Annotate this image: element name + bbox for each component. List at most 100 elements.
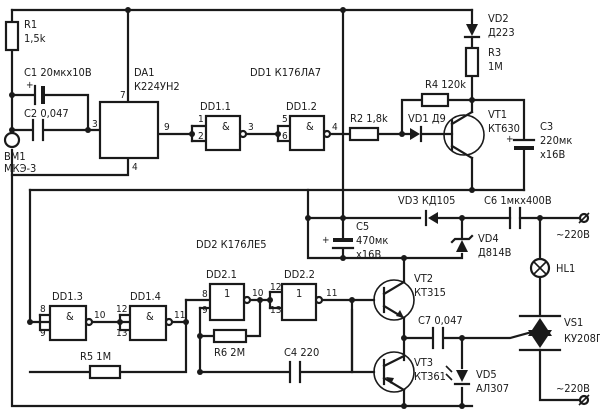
r2-label: R2 1,8k — [350, 112, 388, 125]
c3-name: C3 — [540, 120, 553, 133]
dd1-4-pin-a: 12 — [116, 304, 127, 315]
hl1-label: HL1 — [556, 262, 575, 275]
r5-resistor — [88, 364, 122, 380]
dd1-3-label: DD1.3 — [52, 290, 83, 303]
dd1-3-pin-b: 9 — [40, 328, 46, 339]
dd1-1-pin-y: 3 — [248, 122, 254, 133]
vs1-name: VS1 — [564, 316, 583, 329]
r4-resistor — [420, 92, 450, 108]
vd4-zener — [450, 234, 474, 252]
da1-pin-gnd: 4 — [132, 162, 138, 173]
vd4-type: Д814В — [478, 246, 512, 259]
bm1-microphone — [3, 131, 21, 149]
c1-label: C1 20мкх10В — [24, 66, 92, 79]
mains-bottom-label: ~220В — [556, 382, 590, 395]
c4-label: C4 220 — [284, 346, 319, 359]
r5-label: R5 1М — [80, 350, 111, 363]
hl1-lamp — [529, 257, 551, 279]
r1-value: 1,5k — [24, 32, 46, 45]
r2-resistor — [348, 126, 380, 142]
vd1-label: VD1 Д9 — [408, 112, 446, 125]
c1-capacitor: + — [26, 80, 45, 106]
vt3-emitter-arrow — [386, 377, 394, 384]
dd2-1-pin-b: 9 — [202, 305, 208, 316]
vt1-name: VT1 — [488, 108, 507, 121]
da1-pin-in: 3 — [92, 119, 98, 130]
vd1-diode — [410, 125, 423, 143]
dd2-1-gate: 1 — [208, 282, 252, 322]
bm1-type: МКЭ-3 — [4, 162, 36, 175]
c2-label: C2 0,047 — [24, 107, 69, 120]
vd3-diode — [424, 209, 438, 227]
c5-volt: х16В — [356, 248, 381, 261]
dd1-3-gate: & — [48, 304, 94, 342]
svg-text:+: + — [26, 80, 34, 91]
vt2-type: КТ315 — [414, 286, 446, 299]
c5-capacitor: + — [322, 235, 355, 250]
mains-top-label: ~220В — [556, 228, 590, 241]
r6-resistor — [212, 328, 248, 344]
c6-capacitor — [508, 206, 522, 230]
dd1-4-symbol: & — [146, 310, 154, 323]
c3-capacitor: + — [506, 134, 536, 150]
r3-resistor — [464, 46, 480, 78]
dd1-2-pin-b: 6 — [282, 131, 288, 142]
dd2-2-label: DD2.2 — [284, 268, 315, 281]
mains-terminal-top — [578, 212, 590, 224]
r1-name: R1 — [24, 18, 37, 31]
vt3-name: VT3 — [414, 356, 433, 369]
dd2-1-pin-a: 8 — [202, 289, 208, 300]
dd2-2-symbol: 1 — [296, 287, 302, 300]
svg-text:+: + — [322, 235, 330, 246]
junctions — [9, 7, 543, 409]
c4-capacitor — [288, 360, 302, 384]
dd1-1-symbol: & — [222, 120, 230, 133]
vt1-transistor — [443, 114, 485, 156]
r6-label: R6 2М — [214, 346, 245, 359]
bm1-name: ВМ1 — [4, 150, 26, 163]
dd1-3-symbol: & — [66, 310, 74, 323]
dd2-1-symbol: 1 — [224, 287, 230, 300]
dd1-4-pin-b: 13 — [116, 328, 127, 339]
dd1-3-pin-a: 8 — [40, 304, 46, 315]
vd2-diode — [463, 24, 481, 39]
vd3-label: VD3 КД105 — [398, 194, 455, 207]
vt1-type: КТ630 — [488, 122, 520, 135]
vd2-type: Д223 — [488, 26, 515, 39]
dd1-2-gate: & — [288, 114, 332, 152]
dd1-1-pin-b: 2 — [198, 131, 204, 142]
vd5-led — [445, 365, 471, 386]
dd1-3-pin-y: 10 — [94, 310, 106, 321]
vd4-name: VD4 — [478, 232, 499, 245]
da1-name: DA1 — [134, 66, 155, 79]
c6-label: C6 1мкх400В — [484, 194, 552, 207]
dd1-2-pin-y: 4 — [332, 122, 338, 133]
svg-text:+: + — [506, 134, 514, 145]
vt2-transistor — [373, 279, 415, 321]
vd5-type: АЛ307 — [476, 382, 509, 395]
vt2-emitter-arrow — [396, 310, 404, 318]
dd2-2-pin-a: 12 — [270, 282, 281, 293]
r3-value: 1М — [488, 60, 503, 73]
vt3-type: КТ361 — [414, 370, 446, 383]
wires — [10, 8, 582, 408]
da1-pin-vcc: 7 — [120, 90, 126, 101]
dd2-2-pin-b: 13 — [270, 305, 281, 316]
dd1-2-label: DD1.2 — [286, 100, 317, 113]
c7-label: C7 0,047 — [418, 314, 463, 327]
da1-pin-out: 9 — [164, 122, 170, 133]
dd2-1-pin-y: 10 — [252, 288, 264, 299]
da1-amplifier — [98, 100, 160, 160]
dd1-2-pin-a: 5 — [282, 114, 288, 125]
vd2-name: VD2 — [488, 12, 509, 25]
dd1-2-symbol: & — [306, 120, 314, 133]
r4-label: R4 120k — [425, 78, 466, 91]
vt3-transistor — [373, 351, 415, 393]
vt2-name: VT2 — [414, 272, 433, 285]
da1-type: К224УН2 — [134, 80, 180, 93]
c5-name: C5 — [356, 220, 369, 233]
mains-terminal-bottom — [578, 394, 590, 406]
vs1-type: КУ208Г — [564, 332, 600, 345]
dd1-title: DD1 К176ЛА7 — [250, 66, 321, 79]
